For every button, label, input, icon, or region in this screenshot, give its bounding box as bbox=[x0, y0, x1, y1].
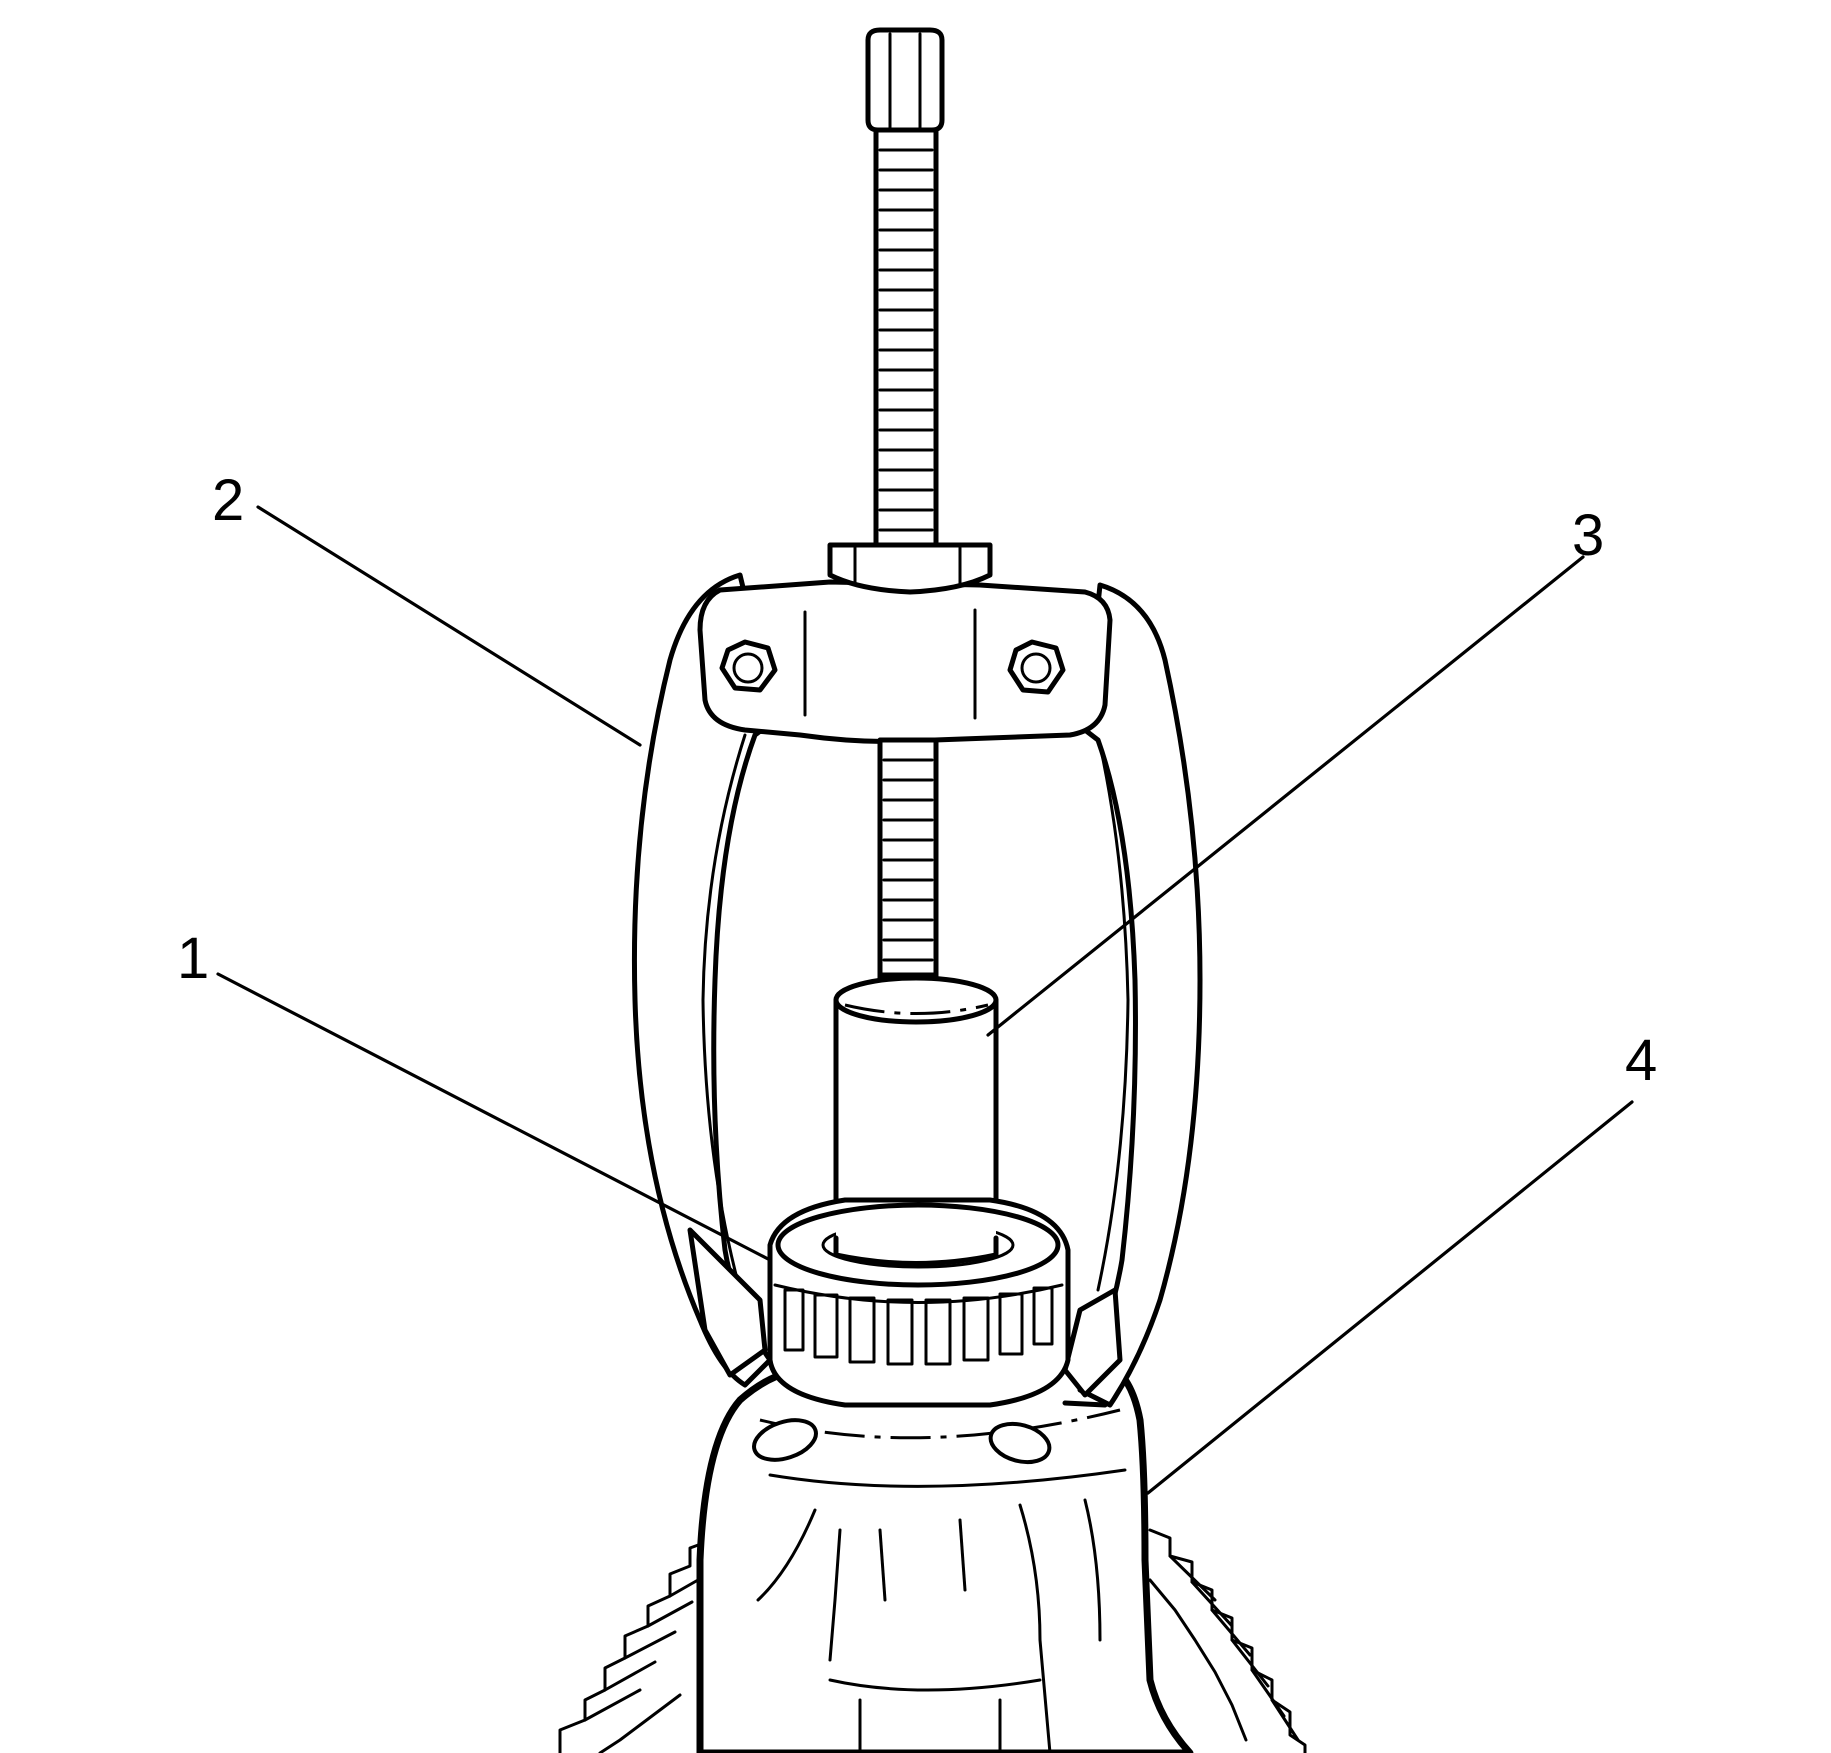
upper-threads bbox=[878, 148, 934, 532]
differential-case bbox=[696, 1358, 1194, 1753]
callout-1: 1 bbox=[177, 926, 209, 991]
lower-threads bbox=[882, 758, 934, 962]
ring-gear-left bbox=[558, 1518, 714, 1753]
forcing-screw bbox=[827, 27, 993, 998]
leader-line-1 bbox=[216, 972, 772, 1262]
left-bolt-icon bbox=[719, 639, 778, 693]
callout-2: 2 bbox=[212, 468, 244, 533]
ring-gear-right bbox=[1148, 1528, 1307, 1753]
leader-lines bbox=[216, 505, 1634, 1495]
leader-line-3 bbox=[986, 555, 1585, 1037]
callout-3: 3 bbox=[1572, 503, 1604, 568]
callout-4: 4 bbox=[1625, 1028, 1657, 1093]
leader-line-2 bbox=[256, 505, 642, 747]
puller-frame bbox=[631, 572, 1203, 1408]
leader-line-4 bbox=[1146, 1100, 1634, 1495]
right-bolt-icon bbox=[1007, 639, 1066, 695]
bearing bbox=[767, 1197, 1071, 1408]
